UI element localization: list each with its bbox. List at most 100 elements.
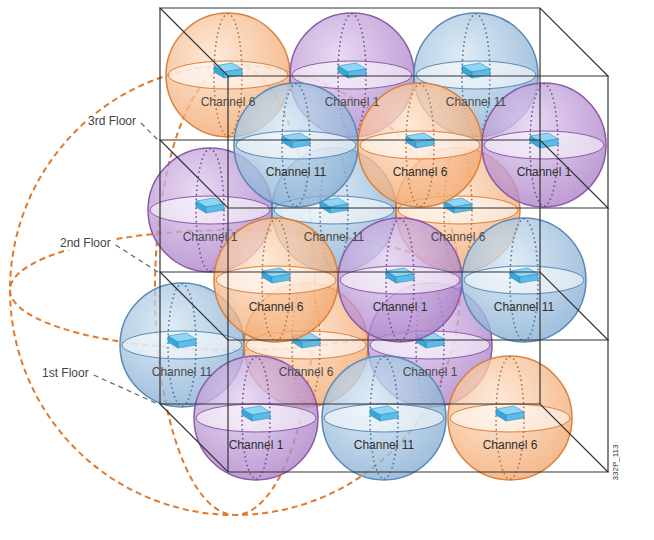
sphere-equator [484, 131, 604, 159]
access-point-front [506, 412, 524, 421]
sphere-meridian [214, 14, 242, 136]
channel-label: Channel 6 [279, 365, 334, 379]
access-point-side [168, 336, 178, 348]
floor-plane [160, 140, 608, 208]
access-point-side [214, 66, 224, 78]
access-point-side [496, 409, 506, 421]
access-point-front [224, 69, 242, 78]
access-point-icon [242, 406, 270, 421]
coverage-sphere-body [482, 83, 606, 207]
access-point-front [396, 274, 414, 283]
access-point-side [370, 409, 380, 421]
coverage-sphere-body [462, 218, 586, 342]
sphere-equator [324, 404, 444, 432]
access-point-front [178, 339, 196, 348]
sphere-meridian [386, 219, 414, 341]
sphere-equator [464, 266, 584, 294]
channel-label: Channel 6 [249, 300, 304, 314]
access-point-front [454, 204, 472, 213]
sphere-equator [150, 196, 270, 224]
channel-label: Channel 6 [483, 438, 538, 452]
access-point-front [426, 339, 444, 348]
box-edge [539, 8, 540, 404]
sphere-equator [216, 266, 336, 294]
coverage-sphere: Channel 6 [447, 355, 573, 481]
sphere-equator [236, 131, 356, 159]
channel-label: Channel 11 [446, 95, 507, 109]
channel-label: Channel 1 [373, 300, 428, 314]
floor-label: 3rd Floor [86, 114, 138, 128]
coverage-sphere-body [214, 218, 338, 342]
channel-label: Channel 11 [304, 230, 365, 244]
access-point-side [242, 409, 252, 421]
access-point-side [282, 136, 292, 148]
access-point-icon [282, 133, 310, 148]
coverage-sphere-body [448, 356, 572, 480]
box-edge [159, 8, 160, 404]
channel-label: Channel 6 [393, 165, 448, 179]
floor-leader [116, 245, 158, 272]
channel-label: Channel 1 [325, 95, 380, 109]
access-point-front [472, 69, 490, 78]
access-point-front [380, 412, 398, 421]
sphere-equator [168, 61, 288, 89]
sphere-meridian [496, 357, 524, 479]
access-point-side [530, 136, 540, 148]
coverage-sphere-body [358, 83, 482, 207]
sphere-meridian [242, 357, 270, 479]
access-point-icon [406, 133, 434, 148]
access-point-side [462, 66, 472, 78]
channel-label: Channel 11 [354, 438, 415, 452]
access-point-side [338, 66, 348, 78]
access-point-side [196, 201, 206, 213]
coverage-sphere-body [194, 356, 318, 480]
sphere-meridian [510, 219, 538, 341]
sphere-meridian [262, 219, 290, 341]
channel-label: Channel 1 [517, 165, 572, 179]
access-point-icon [338, 63, 366, 78]
access-point-side [320, 201, 330, 213]
access-point-front [206, 204, 224, 213]
access-point-front [540, 139, 558, 148]
coverage-sphere-body [322, 356, 446, 480]
access-point-front [520, 274, 538, 283]
box-edge [607, 76, 608, 472]
access-point-icon [196, 198, 224, 213]
channel-label: Channel 1 [183, 230, 238, 244]
floor-plane [160, 8, 608, 76]
channel-label: Channel 6 [201, 95, 256, 109]
access-point-icon [386, 268, 414, 283]
access-point-side [406, 136, 416, 148]
floor-leader [141, 123, 158, 140]
access-point-icon [510, 268, 538, 283]
access-point-front [302, 339, 320, 348]
box-edge [227, 76, 228, 472]
sphere-meridian [406, 84, 434, 206]
access-point-icon [168, 333, 196, 348]
floor-leader [94, 375, 158, 404]
access-point-icon [462, 63, 490, 78]
floor-label: 2nd Floor [58, 236, 113, 250]
access-point-front [292, 139, 310, 148]
channel-label: Channel 11 [494, 300, 555, 314]
access-point-front [272, 274, 290, 283]
access-point-front [348, 69, 366, 78]
coverage-sphere-body [234, 83, 358, 207]
sphere-equator [450, 404, 570, 432]
access-point-icon [262, 268, 290, 283]
access-point-side [386, 271, 396, 283]
access-point-icon [370, 406, 398, 421]
access-point-icon [530, 133, 558, 148]
coverage-sphere-body [338, 218, 462, 342]
sphere-meridian [530, 84, 558, 206]
floor-plane [160, 404, 608, 472]
channel-label: Channel 11 [152, 365, 213, 379]
channel-label: Channel 11 [266, 165, 327, 179]
channel-label: Channel 1 [229, 438, 284, 452]
access-point-front [416, 139, 434, 148]
sphere-meridian [282, 84, 310, 206]
sphere-equator [360, 131, 480, 159]
access-point-side [444, 201, 454, 213]
